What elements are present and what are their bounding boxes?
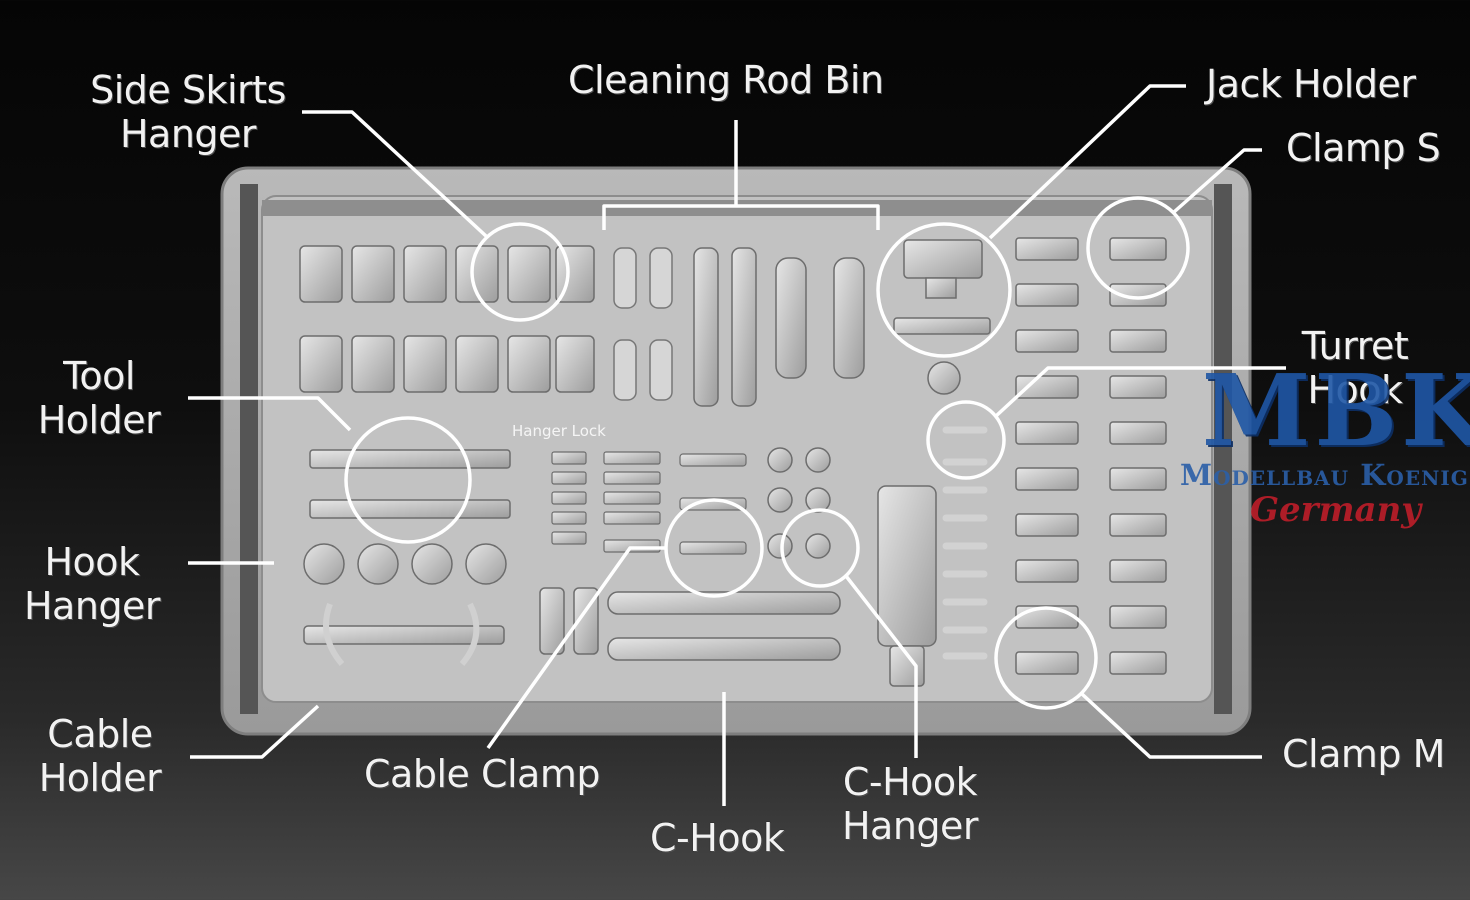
callout-circle-clamp-m [994,606,1098,710]
leader-cleaning-rod [602,204,880,230]
label-hook-hanger: Hook Hanger [23,540,161,628]
callout-circle-jack-holder [876,222,1012,358]
brand-logo: MBK Modellbau Koenig Germany [1180,362,1470,542]
label-c-hook: C-Hook [650,816,785,860]
label-clamp-s: Clamp S [1286,126,1441,170]
hanger-locks [551,451,747,555]
label-jack-holder: Jack Holder [1206,62,1416,106]
leader-cable-holder [190,704,320,759]
label-side-skirts-hanger: Side Skirts Hanger [90,68,286,156]
c-hook-hangers [767,447,831,559]
callout-circle-tool-holder [344,416,472,544]
c-hooks [539,587,841,661]
leader-turret [994,366,1286,418]
leader-cable-clamp [486,546,666,750]
callout-circles [344,196,1190,710]
tool-holders [309,449,511,519]
label-turret-hook: Turret Hook [1301,324,1409,412]
hook-hanger-discs [303,543,507,585]
label-cable-holder: Cable Holder [38,712,162,800]
leader-clamp-m [1080,692,1262,759]
logo-main-text: MBK [1202,354,1470,469]
hanger-lock-label: Hanger Lock [512,422,606,440]
clamp-columns [1015,237,1167,675]
leader-side-skirts [302,110,488,238]
label-tool-holder: Tool Holder [37,354,161,442]
leader-tool [188,396,352,432]
jack-holder-part [893,239,991,395]
turret-hooks [942,426,988,660]
jack-part [877,485,937,687]
callout-circle-turret-hook [926,400,1006,480]
leader-c-hook-hanger [844,574,918,758]
callout-circle-side-skirts [470,222,570,322]
callout-circle-clamp-s [1086,196,1190,300]
callout-circle-c-hook-hanger [780,508,860,588]
logo-country-text: Germany [1250,490,1422,530]
label-cleaning-rod-bin: Cleaning Rod Bin [568,58,884,102]
label-clamp-m: Clamp M [1282,732,1445,776]
logo-sub-text: Modellbau Koenig [1180,458,1469,492]
leader-clamp-s [1172,148,1262,214]
cable-holder-part [303,602,505,666]
side-skirt-hangers [299,245,595,393]
label-c-hook-hanger: C-Hook Hanger [841,760,979,848]
leader-lines [188,84,1286,806]
leader-jack-holder [988,84,1186,240]
label-cable-clamp: Cable Clamp [364,752,600,796]
cleaning-rod-bins [693,247,865,407]
small-links [613,247,673,401]
